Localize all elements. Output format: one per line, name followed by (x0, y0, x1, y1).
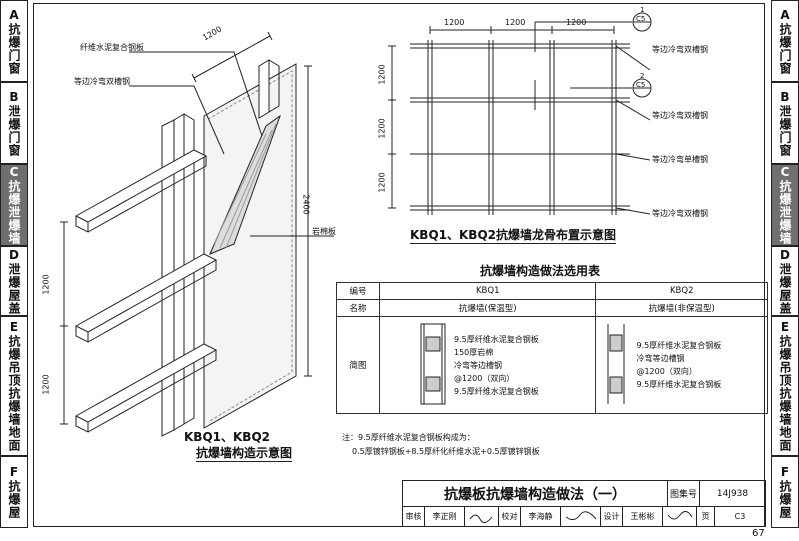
tab-a[interactable]: A抗爆门窗 (0, 0, 28, 82)
signature-mark-icon (565, 510, 596, 520)
iso-dim-left-top: 1200 (41, 274, 51, 295)
kbq1-item-5: 9.5厚纤维水泥复合钢板 (454, 386, 539, 396)
check-label: 校对 (499, 507, 521, 526)
page-code: C3 (734, 512, 746, 521)
tab-c-right[interactable]: C抗爆泄爆墙 (771, 164, 799, 246)
signature-mark-icon (667, 510, 692, 519)
section-mark-2-sheet: C5 (636, 81, 646, 89)
design-name: 王彬彬 (623, 507, 663, 526)
plan-label-3: 等边冷弯单槽钢 (652, 155, 708, 164)
page-label: 页 (697, 507, 715, 526)
check-signature (561, 507, 601, 526)
tab-d[interactable]: D泄爆屋盖 (0, 246, 28, 316)
plan-dim-left-3: 1200 (377, 172, 387, 193)
table-row-name: 名称 抗爆墙(保温型) 抗爆墙(非保温型) (336, 299, 768, 317)
frame-layout-plan (388, 12, 652, 215)
drawing-frame (33, 3, 765, 527)
section-mark-2-num: 2 (640, 72, 645, 80)
tab-c[interactable]: C抗爆泄爆墙 (0, 164, 28, 246)
kbq2-item-4: 9.5厚纤维水泥复合钢板 (636, 380, 722, 389)
plan-dim-top-3: 1200 (566, 18, 587, 27)
plan-dim-top-1: 1200 (444, 18, 465, 27)
plan-dim-left-2: 1200 (377, 118, 387, 139)
tab-a-right[interactable]: A抗爆门窗 (771, 0, 799, 82)
check-name: 李海静 (521, 507, 561, 526)
right-chapter-tabs: A抗爆门窗 B泄爆门窗 C抗爆泄爆墙 D泄爆屋盖 E抗爆吊顶抗爆墙地面 F抗爆屋 (771, 0, 799, 541)
tab-b-right[interactable]: B泄爆门窗 (771, 82, 799, 164)
kbq1-item-2: 150厚岩棉 (454, 347, 494, 357)
plan-label-4: 等边冷弯双槽钢 (652, 209, 708, 218)
kbq1-section-diagram (420, 323, 446, 405)
kbq2-item-2: 冷弯等边槽钢 (636, 354, 685, 363)
plan-dim-top-2: 1200 (505, 18, 526, 27)
plan-label-1: 等边冷弯双槽钢 (652, 45, 708, 54)
callout-channel: 等边冷弯双槽钢 (74, 77, 130, 86)
row-diagram-label: 简图 (336, 316, 380, 414)
iso-dim-left-bottom: 1200 (41, 374, 51, 395)
page-number: 67 (752, 528, 765, 539)
table-title: 抗爆墙构造做法选用表 (480, 264, 601, 278)
tab-f[interactable]: F抗爆屋 (0, 456, 28, 528)
kbq1-code: KBQ1 (378, 282, 597, 300)
kbq2-item-1: 9.5厚纤维水泥复合钢板 (636, 341, 722, 350)
signature-mark-icon (469, 514, 492, 523)
section-mark-1-sheet: C5 (636, 15, 646, 23)
left-chapter-tabs: A抗爆门窗 B泄爆门窗 C抗爆泄爆墙 D泄爆屋盖 E抗爆吊顶抗爆墙地面 F抗爆屋 (0, 0, 28, 541)
design-label: 设计 (601, 507, 623, 526)
note-line-1: 注：9.5厚纤维水泥复合钢板构成为： (342, 433, 475, 442)
drawing-title: 抗爆板抗爆墙构造做法（一） (403, 481, 668, 507)
signature-row: 审核 李正刚 校对 李海静 设计 王彬彬 页 C3 (403, 507, 765, 526)
plan-caption: KBQ1、KBQ2抗爆墙龙骨布置示意图 (410, 228, 616, 244)
tab-f-right[interactable]: F抗爆屋 (771, 456, 799, 528)
kbq2-code: KBQ2 (595, 282, 768, 300)
review-name: 李正刚 (425, 507, 465, 526)
atlas-number: 14J938 (700, 481, 765, 507)
kbq1-name: 抗爆墙(保温型) (378, 299, 597, 317)
kbq1-item-1: 9.5厚纤维水泥复合钢板 (454, 334, 539, 344)
tab-e[interactable]: E抗爆吊顶抗爆墙地面 (0, 316, 28, 456)
section-mark-1-num: 1 (640, 6, 645, 14)
kbq2-item-3: @1200（双向） (636, 367, 697, 376)
design-signature (663, 507, 697, 526)
tab-d-right[interactable]: D泄爆屋盖 (771, 246, 799, 316)
callout-board: 纤维水泥复合钢板 (80, 43, 144, 52)
iso-caption-line1: KBQ1、KBQ2 (184, 430, 270, 444)
table-row-code: 编号 KBQ1 KBQ2 (336, 282, 768, 300)
kbq2-name: 抗爆墙(非保温型) (595, 299, 768, 317)
title-block: 抗爆板抗爆墙构造做法（一） 图集号 14J938 审核 李正刚 校对 李海静 设… (402, 480, 766, 527)
kbq1-item-4: @1200（双向） (454, 373, 515, 383)
plan-dim-left-1: 1200 (377, 64, 387, 85)
kbq1-diagram-cell: 9.5厚纤维水泥复合钢板 150厚岩棉 冷弯等边槽钢 @1200（双向） 9.5… (378, 316, 597, 414)
kbq1-item-3: 冷弯等边槽钢 (454, 360, 502, 370)
isometric-wall-drawing (60, 31, 334, 437)
callout-wool: 岩棉板 (312, 227, 336, 236)
plan-label-2: 等边冷弯双槽钢 (652, 111, 708, 120)
row-name-label: 名称 (336, 299, 380, 317)
selection-table: 编号 KBQ1 KBQ2 名称 抗爆墙(保温型) 抗爆墙(非保温型) 简图 9.… (336, 282, 768, 414)
kbq2-section-diagram (607, 324, 625, 404)
tab-b[interactable]: B泄爆门窗 (0, 82, 28, 164)
review-label: 审核 (403, 507, 425, 526)
atlas-label: 图集号 (668, 481, 700, 507)
kbq2-diagram-cell: 9.5厚纤维水泥复合钢板 冷弯等边槽钢 @1200（双向） 9.5厚纤维水泥复合… (595, 316, 768, 414)
tab-e-right[interactable]: E抗爆吊顶抗爆墙地面 (771, 316, 799, 456)
iso-dim-right: 2400 (301, 194, 311, 215)
table-row-diagram: 简图 9.5厚纤维水泥复合钢板 150厚岩棉 冷弯等边槽钢 @1200（双向） … (336, 316, 768, 414)
row-code-label: 编号 (336, 282, 380, 300)
review-signature (465, 507, 499, 526)
note-line-2: 0.5厚镀锌钢板+8.5厚纤化纤维水泥+0.5厚镀锌钢板 (352, 447, 540, 456)
iso-caption-line2: 抗爆墙构造示意图 (196, 446, 293, 462)
